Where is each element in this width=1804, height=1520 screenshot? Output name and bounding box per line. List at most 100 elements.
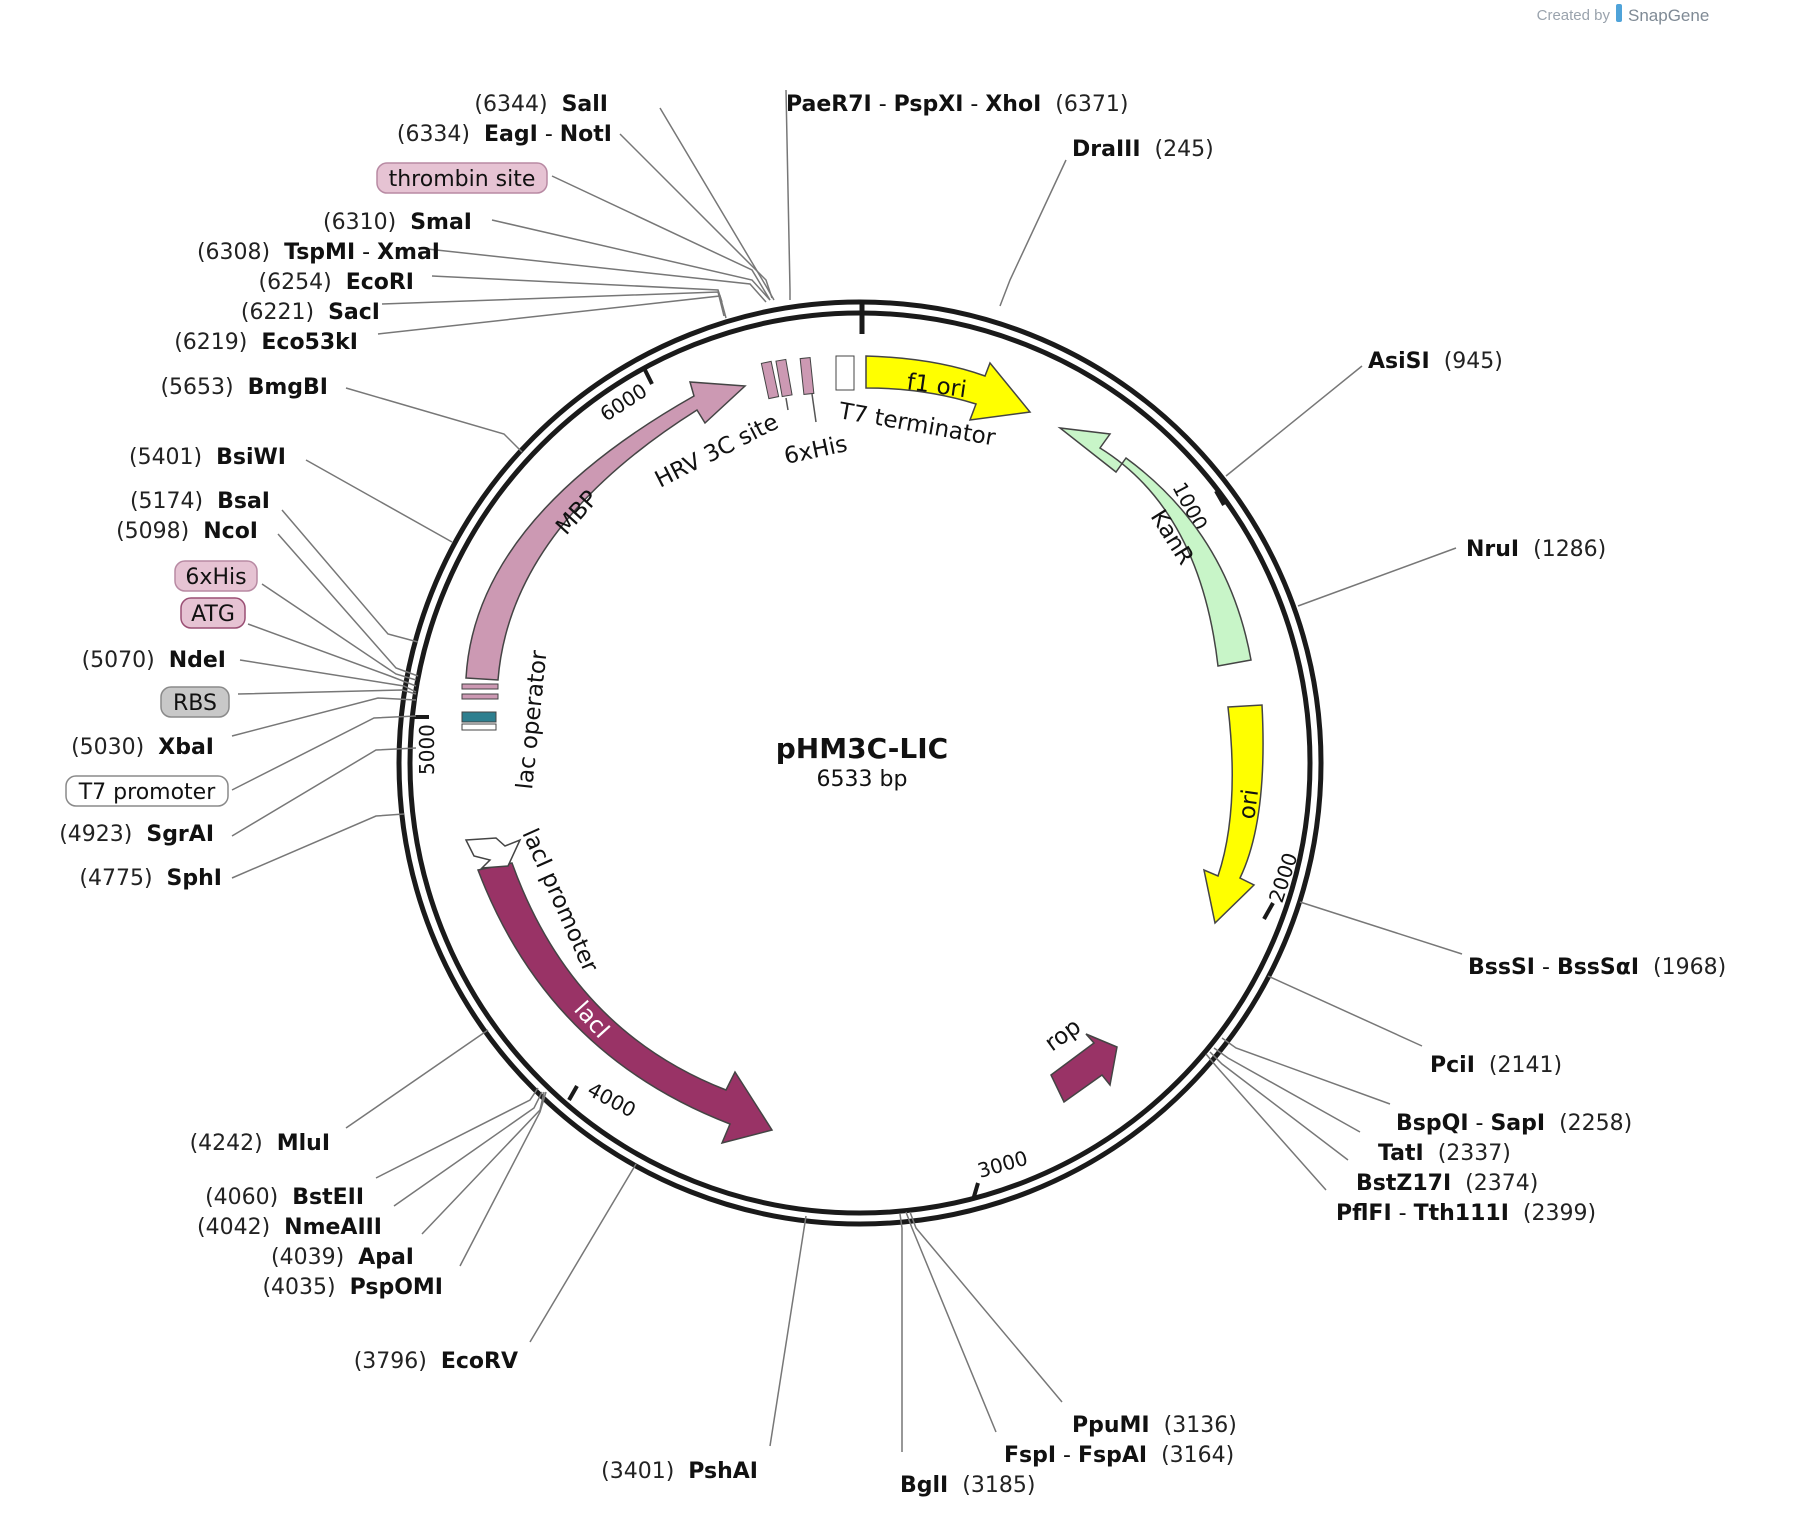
site-eco53ki: (6219)Eco53kI — [174, 330, 358, 355]
nrui-leader — [1297, 547, 1457, 607]
ecori-leader — [431, 275, 723, 303]
site-sali: (6344)SalI — [474, 92, 608, 117]
kanr-arrow — [1057, 426, 1252, 667]
bgli-leader — [899, 1213, 903, 1452]
tspmi-leader — [417, 247, 767, 303]
site-fspi-fspai: FspI - FspAI(3164) — [1004, 1443, 1234, 1468]
site-sphi: (4775)SphI — [79, 866, 222, 891]
site-nmeaiii: (4042)NmeAIII — [197, 1215, 382, 1240]
site-bsteii: (4060)BstEII — [205, 1185, 364, 1210]
his6-inner-leader — [811, 393, 817, 423]
tick-label-4000: 4000 — [584, 1077, 640, 1122]
bsiwi-leader — [305, 459, 453, 543]
ppumi-leader — [909, 1211, 1063, 1403]
site-bgli: BglI(3185) — [900, 1473, 1035, 1498]
his6-box — [461, 683, 499, 690]
created-by-text: Created by — [1537, 7, 1611, 24]
thrombin-site-callout: thrombin site — [376, 162, 548, 194]
site-eagi-noti: (6334)EagI - NotI — [397, 122, 612, 147]
his6-inner-label: 6xHis — [782, 431, 850, 470]
his6-inner-box — [799, 357, 815, 395]
saci-leader — [381, 291, 725, 317]
snapgene-logo-icon — [1616, 4, 1622, 22]
tick-6000 — [642, 367, 654, 385]
laci-promoter-arrow — [464, 837, 522, 869]
rop-label: rop — [1040, 1014, 1086, 1057]
ndei-leader — [239, 659, 417, 693]
plasmid-name: pHM3C-LIC — [776, 732, 948, 765]
snapgene-watermark: Created by SnapGene — [1537, 4, 1709, 25]
ori-arrow — [1202, 704, 1264, 925]
tick-2000 — [1262, 902, 1275, 920]
t7-promoter-callout: T7 promoter — [65, 775, 229, 807]
paer7i-leader — [785, 89, 791, 300]
lac-operator-label: lac operator — [512, 649, 552, 791]
sphi-leader — [231, 813, 405, 879]
site-saci: (6221)SacI — [241, 300, 380, 325]
thrombin-site-label: thrombin site — [389, 167, 536, 192]
bstz17i-leader — [1209, 1051, 1349, 1161]
rbs-callout-label: RBS — [173, 691, 217, 716]
atg-box — [461, 693, 499, 700]
brand-text: SnapGene — [1628, 6, 1709, 25]
bspqi-leader — [1221, 1037, 1391, 1105]
site-bstz17i: BstZ17I(2374) — [1356, 1171, 1538, 1196]
site-mlui: (4242)MluI — [190, 1131, 330, 1156]
site-pshai: (3401)PshAI — [601, 1459, 758, 1484]
hrv-leader — [785, 397, 789, 411]
mlui-leader — [345, 1029, 489, 1129]
site-asisi: AsiSI(945) — [1368, 349, 1503, 374]
ori-label: ori — [1234, 788, 1264, 821]
atg-leader — [247, 623, 417, 687]
site-bsssi-bsssai: BssSI - BssSαI(1968) — [1468, 955, 1726, 980]
tick-label-5000: 5000 — [415, 724, 439, 775]
site-paer7i-pspxi-xhoi: PaeR7I - PspXI - XhoI(6371) — [786, 92, 1128, 117]
t7-terminator-label: T7 terminator — [836, 398, 998, 451]
site-ecorv: (3796)EcoRV — [354, 1349, 518, 1374]
smai-leader — [491, 219, 771, 301]
pcii-leader — [1267, 975, 1423, 1047]
xbai-leader — [231, 697, 417, 737]
site-pspomi: (4035)PspOMI — [262, 1275, 443, 1300]
pshai-leader — [769, 1215, 807, 1447]
eco53ki-leader — [377, 295, 727, 335]
pspomi-leader — [459, 1091, 547, 1267]
site-pcii: PciI(2141) — [1430, 1053, 1562, 1078]
tick-3000 — [971, 1182, 980, 1201]
site-bmgbi: (5653)BmgBI — [160, 375, 328, 400]
bsai-leader — [281, 509, 419, 643]
laci-arrow — [476, 862, 774, 1145]
plasmid-center-label: pHM3C-LIC 6533 bp — [776, 732, 948, 792]
his6-callout: 6xHis — [174, 560, 258, 592]
site-draiii: DraIII(245) — [1072, 137, 1214, 162]
asisi-leader — [1225, 365, 1363, 477]
mbp-arrow — [465, 381, 747, 681]
t7-promoter-callout-label: T7 promoter — [78, 780, 216, 805]
leader-lines — [231, 89, 1463, 1452]
tick-label-3000: 3000 — [975, 1146, 1031, 1183]
site-apai: (4039)ApaI — [271, 1245, 414, 1270]
rop-arrow — [1050, 1033, 1118, 1104]
ncoi-leader — [277, 533, 419, 677]
nmeaiii-leader — [393, 1091, 543, 1207]
atg-callout: ATG — [180, 597, 246, 629]
site-smai: (6310)SmaI — [323, 210, 472, 235]
atg-callout-label: ATG — [191, 602, 235, 627]
site-bspqi-sapi: BspQI - SapI(2258) — [1396, 1111, 1632, 1136]
sgrai-leader — [231, 747, 417, 837]
site-ncoi: (5098)NcoI — [116, 519, 258, 544]
plasmid-length: 6533 bp — [817, 767, 908, 792]
f1-ori-arrow — [865, 355, 1032, 421]
site-nrui: NruI(1286) — [1466, 537, 1606, 562]
t7-terminator-box — [835, 355, 855, 391]
tati-leader — [1213, 1047, 1361, 1133]
his6-label-leader — [261, 583, 417, 681]
site-ndei: (5070)NdeI — [82, 648, 226, 673]
site-xbai: (5030)XbaI — [71, 735, 214, 760]
bsssi-leader — [1299, 901, 1463, 955]
t7-promoter-leader — [231, 715, 417, 791]
bsteii-leader — [375, 1087, 539, 1179]
site-ppumi: PpuMI(3136) — [1072, 1413, 1237, 1438]
tick-4000 — [567, 1085, 579, 1101]
